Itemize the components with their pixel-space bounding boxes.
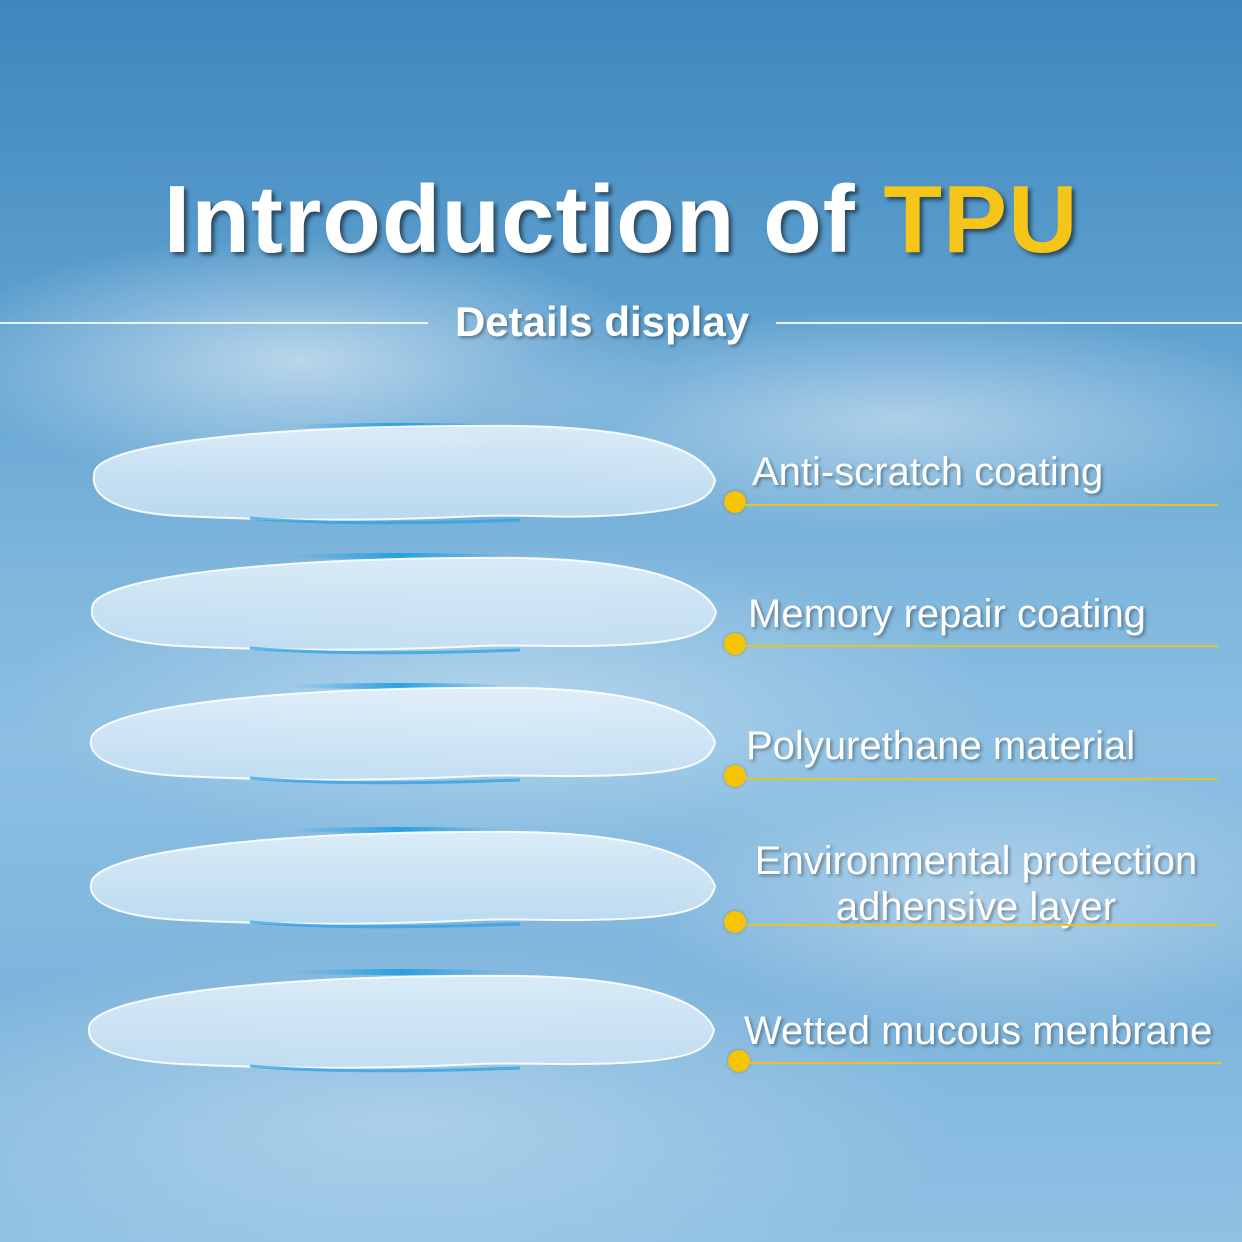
- callout-dot-4: [724, 911, 746, 933]
- film-edge-2: [249, 646, 521, 655]
- layer-label-1: Anti-scratch coating: [752, 450, 1104, 494]
- callout-leader-3: [740, 778, 1218, 780]
- subtitle-rule-left: [0, 322, 428, 324]
- film-shape-2: [90, 556, 718, 651]
- film-layer-5: [87, 969, 716, 1073]
- subtitle: Details display: [454, 298, 750, 345]
- layer-label-5: Wetted mucous menbrane: [744, 1009, 1213, 1053]
- page-title: Introduction of TPU: [0, 165, 1242, 275]
- film-shape-4: [89, 830, 717, 925]
- title-main: Introduction of: [163, 166, 884, 273]
- callout-leader-1: [740, 504, 1218, 506]
- layer-label-4-line2: adhensive layer: [835, 885, 1117, 929]
- film-layer-2: [90, 553, 718, 655]
- callout-leader-2: [740, 645, 1218, 647]
- layer-label-4: Environmental protection adhensive layer: [744, 838, 1208, 930]
- film-edge-1: [249, 516, 521, 525]
- callout-dot-5: [728, 1050, 750, 1072]
- subtitle-rule-right: [776, 322, 1242, 324]
- film-layer-4: [89, 827, 717, 929]
- layer-label-2: Memory repair coating: [748, 592, 1146, 636]
- film-glow-top-5: [290, 969, 510, 975]
- callout-leader-5: [744, 1062, 1222, 1064]
- film-shape-5: [87, 974, 716, 1069]
- film-edge-3: [249, 776, 521, 785]
- film-edge-5: [249, 1064, 521, 1073]
- layer-label-3: Polyurethane material: [746, 724, 1136, 768]
- film-edge-4: [249, 920, 521, 929]
- callout-dot-2: [724, 633, 746, 655]
- film-shape-3: [89, 686, 717, 781]
- film-layer-1: [92, 423, 717, 525]
- callout-dot-1: [724, 491, 746, 513]
- callout-dot-3: [724, 765, 746, 787]
- film-layer-3: [89, 683, 717, 785]
- film-shape-1: [92, 424, 717, 521]
- title-accent: TPU: [883, 166, 1079, 273]
- callout-leader-4: [740, 924, 1218, 926]
- subtitle-row: Details display: [0, 297, 1242, 347]
- layer-label-4-line1: Environmental protection: [754, 839, 1198, 883]
